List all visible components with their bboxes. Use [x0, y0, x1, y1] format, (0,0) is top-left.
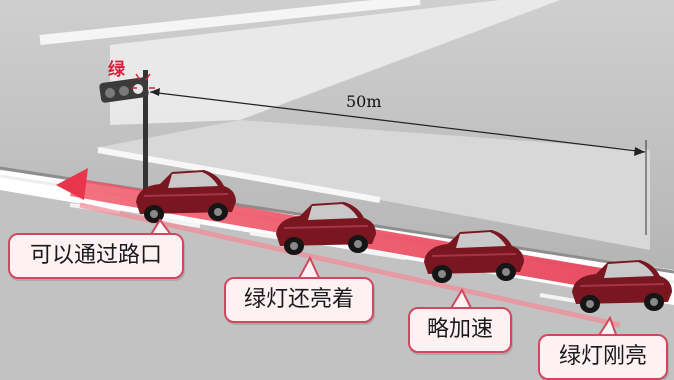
callout-slight-acceleration: 略加速	[408, 307, 512, 353]
traffic-light-label: 绿	[108, 60, 125, 80]
car-1	[136, 170, 236, 223]
traffic-light-icon	[99, 77, 149, 103]
callout-green-just-on: 绿灯刚亮	[538, 334, 668, 380]
sidewalk-strip	[110, 0, 560, 125]
crosswalk-zone	[95, 120, 650, 250]
traffic-light-pole	[143, 70, 148, 200]
callout-green-still-on: 绿灯还亮着	[224, 277, 374, 323]
callout-pass-intersection: 可以通过路口	[8, 233, 184, 279]
light-burst-icon	[131, 73, 155, 89]
travel-arrow-head	[56, 168, 88, 200]
distance-label: 50m	[346, 92, 382, 111]
distance-line	[149, 91, 646, 153]
